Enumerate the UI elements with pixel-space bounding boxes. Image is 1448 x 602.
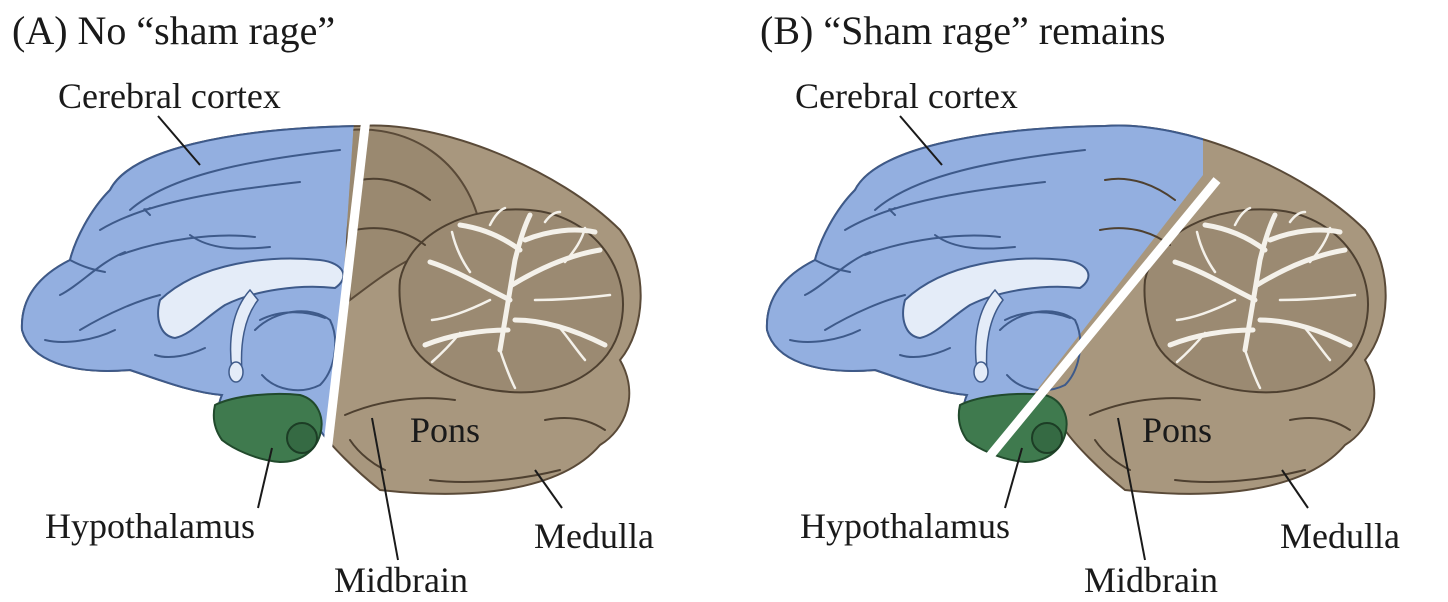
- panel-a-ventricle-spot: [229, 362, 243, 382]
- panel-a-label-hypothalamus: Hypothalamus: [45, 506, 255, 546]
- panel-b-ventricle-spot: [974, 362, 988, 382]
- panel-a-brain: [22, 118, 641, 494]
- panel-a-label-midbrain: Midbrain: [334, 560, 468, 600]
- panel-a-label-medulla: Medulla: [534, 516, 654, 556]
- panel-b-title: (B) “Sham rage” remains: [760, 8, 1165, 53]
- panel-a-label-pons: Pons: [410, 410, 480, 450]
- panel-b-label-cerebral-cortex: Cerebral cortex: [795, 76, 1018, 116]
- panel-a: (A) No “sham rage”: [12, 8, 654, 600]
- panel-b-label-medulla: Medulla: [1280, 516, 1400, 556]
- panel-a-label-cerebral-cortex: Cerebral cortex: [58, 76, 281, 116]
- panel-b-label-midbrain: Midbrain: [1084, 560, 1218, 600]
- panel-b-mammillary-body: [1032, 423, 1062, 453]
- panel-a-title: (A) No “sham rage”: [12, 8, 335, 53]
- panel-b-label-hypothalamus: Hypothalamus: [800, 506, 1010, 546]
- panel-b-brain: [767, 126, 1386, 494]
- panel-a-mammillary-body: [287, 423, 317, 453]
- panel-b: (B) “Sham rage” remains Cerebral cortex …: [760, 8, 1400, 600]
- panel-b-label-pons: Pons: [1142, 410, 1212, 450]
